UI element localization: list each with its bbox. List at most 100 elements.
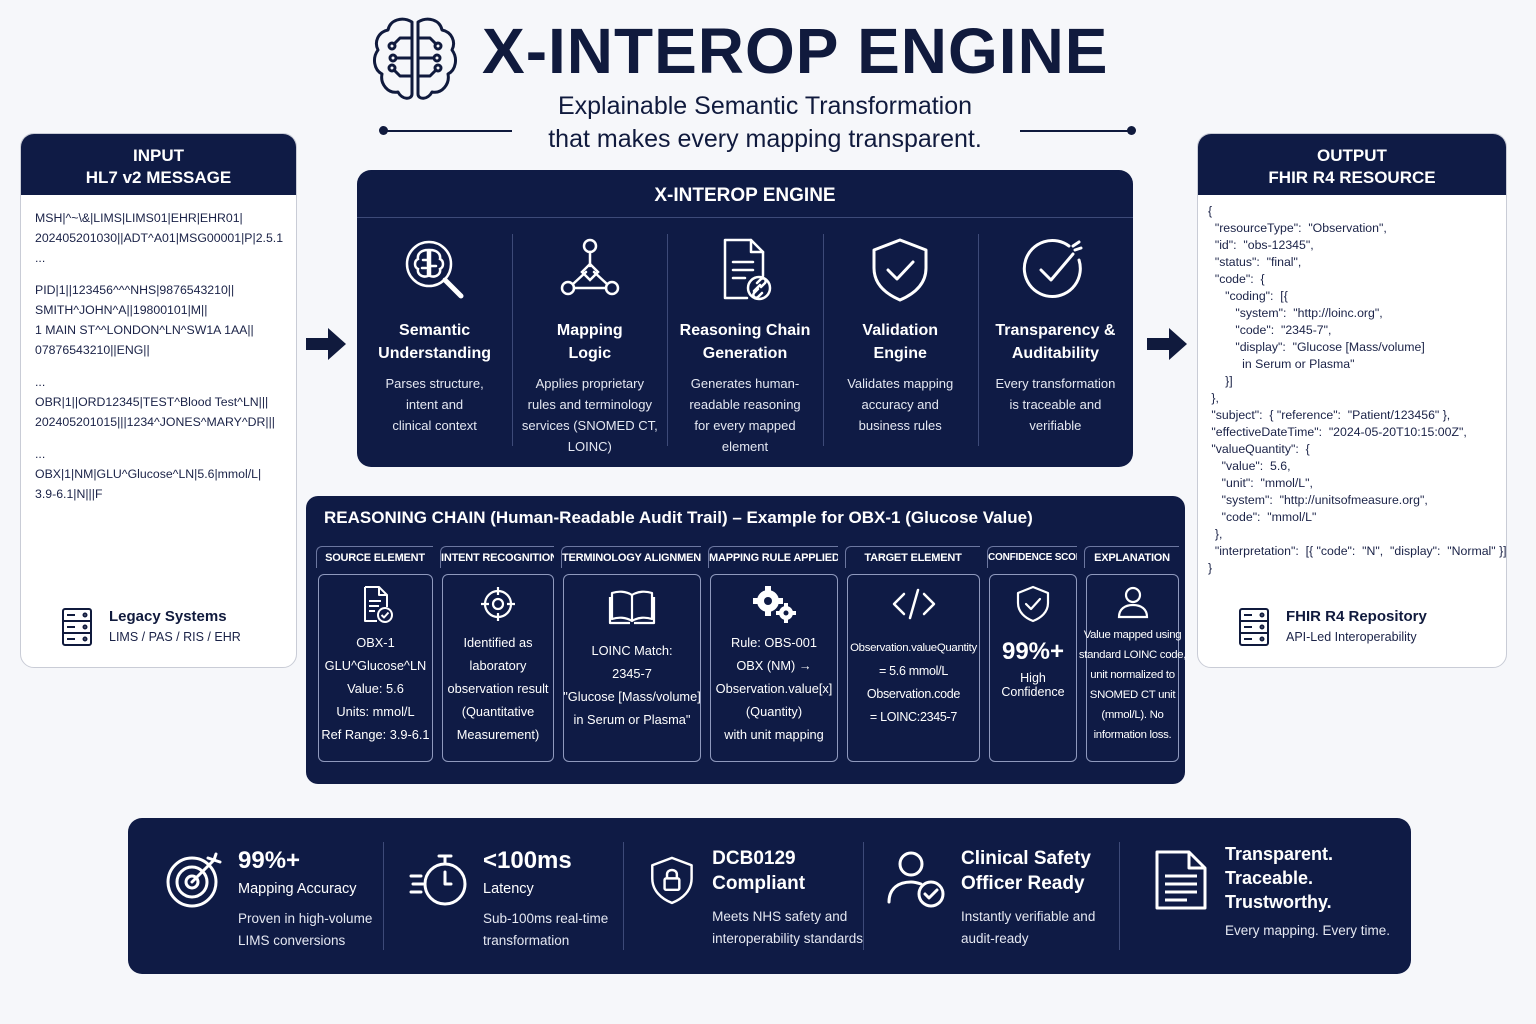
fhir-json-line: "system": "http://unitsofmeasure.org", (1208, 493, 1428, 507)
fhir-json-line: "code": "mmol/L" (1208, 510, 1317, 524)
hl7-line: ... (35, 375, 46, 389)
fhir-json-line: "subject": { "reference": "Patient/12345… (1208, 408, 1451, 422)
user-icon (1117, 586, 1148, 619)
subtitle-line-1: Explainable Semantic Transformation (557, 92, 973, 120)
step-header: MAPPING RULE APPLIED (708, 546, 838, 568)
fhir-json-line: } (1208, 561, 1213, 575)
open-book-icon (608, 590, 656, 625)
fhir-json-line: "code": "2345-7", (1208, 323, 1332, 337)
fhir-json-line: "code": { (1208, 272, 1265, 286)
hl7-line: 1 MAIN ST^^LONDON^LN^SW1A 1AA|| (35, 323, 254, 337)
fhir-json-line: "unit": "mmol/L", (1208, 476, 1313, 490)
stopwatch-icon (409, 854, 467, 906)
fhir-json-line: in Serum or Plasma" (1208, 357, 1355, 371)
document-link-icon (723, 238, 772, 301)
hl7-line: 07876543210||ENG|| (35, 343, 150, 357)
hl7-line: 3.9-6.1|N|||F (35, 487, 103, 501)
output-panel-title: OUTPUT (1317, 146, 1387, 165)
hl7-line: PID|1||123456^^^NHS|9876543210|| (35, 283, 235, 297)
fhir-json-line: }, (1208, 527, 1223, 541)
confidence-value: 99%+ (1001, 638, 1065, 665)
subtitle-line-2: that makes every mapping transparent. (548, 125, 982, 153)
metrics-bar: 99%+ Mapping Accuracy Proven in high-vol… (128, 818, 1411, 974)
code-brackets-icon (892, 588, 935, 620)
step-header: EXPLANATION (1084, 546, 1179, 568)
metric-value: Transparent.Traceable.Trustworthy. (1225, 844, 1334, 912)
hl7-line: ... (35, 251, 46, 265)
step-card: LOINC Match:2345-7"Glucose [Mass/volume]… (563, 574, 701, 762)
decor-line-left (384, 130, 512, 132)
module-title: Transparency &Auditability (995, 322, 1116, 362)
fhir-json-line: { (1208, 204, 1213, 218)
input-panel-header: INPUT HL7 v2 MESSAGE (21, 134, 296, 195)
fhir-json-line: "value": 5.6, (1208, 459, 1291, 473)
output-footer-title: FHIR R4 Repository (1286, 608, 1427, 625)
engine-module-transparency: Transparency &Auditability Every transfo… (977, 234, 1133, 466)
fhir-resource-json: { "resourceType": "Observation", "id": "… (1198, 195, 1506, 577)
step-header: TARGET ELEMENT (845, 546, 980, 568)
decor-dot-right (1127, 126, 1136, 135)
server-icon (1239, 608, 1269, 646)
input-panel: INPUT HL7 v2 MESSAGE MSH|^~\&|LIMS|LIMS0… (20, 133, 297, 668)
decor-dot-left (379, 126, 388, 135)
fhir-json-line: }, (1208, 391, 1219, 405)
output-panel-subtitle: FHIR R4 RESOURCE (1268, 168, 1436, 187)
decor-line-right (1020, 130, 1132, 132)
shield-check-icon (1016, 585, 1050, 623)
fhir-json-line: "resourceType": "Observation", (1208, 221, 1387, 235)
output-panel-footer: FHIR R4 Repository API-Led Interoperabil… (1238, 607, 1427, 647)
hl7-line: 202405201030||ADT^A01|MSG00001|P|2.5.1 (35, 231, 284, 245)
step-card: 99%+ High Confidence (989, 574, 1077, 762)
input-footer-subtitle: LIMS / PAS / RIS / EHR (109, 630, 241, 644)
hl7-segment: ...OBX|1|NM|GLU^Glucose^LN|5.6|mmol/L|3.… (35, 444, 282, 504)
page-subtitle: Explainable Semantic Transformation that… (500, 90, 1030, 156)
input-footer-title: Legacy Systems (109, 608, 227, 625)
metric-trust: Transparent.Traceable.Trustworthy. Every… (1119, 818, 1409, 974)
hl7-line: 202405201015|||1234^JONES^MARY^DR||| (35, 415, 275, 429)
step-header: INTENT RECOGNITION (440, 546, 554, 568)
brain-circuit-icon (373, 17, 457, 100)
hl7-line: OBX|1|NM|GLU^Glucose^LN|5.6|mmol/L| (35, 467, 262, 481)
arrow-right-icon (1147, 328, 1187, 360)
output-footer-subtitle: API-Led Interoperability (1286, 630, 1417, 644)
hl7-segment: ... OBR|1||ORD12345|TEST^Blood Test^LN|||… (35, 372, 282, 432)
shield-lock-icon (651, 856, 693, 905)
hl7-line: OBR|1||ORD12345|TEST^Blood Test^LN||| (35, 395, 269, 409)
step-content: LOINC Match:2345-7"Glucose [Mass/volume]… (563, 643, 701, 727)
metric-accuracy: 99%+ Mapping Accuracy Proven in high-vol… (128, 818, 383, 974)
reasoning-chain-panel: REASONING CHAIN (Human-Readable Audit Tr… (306, 496, 1187, 784)
input-panel-title: INPUT (133, 146, 184, 165)
user-check-icon (887, 851, 945, 908)
hl7-line: SMITH^JOHN^A||19800101|M|| (35, 303, 208, 317)
reasoning-chain-title: REASONING CHAIN (Human-Readable Audit Tr… (324, 508, 1033, 527)
crosshair-icon (481, 587, 515, 621)
metric-description: Every mapping. Every time. (1225, 923, 1391, 938)
step-header: SOURCE ELEMENT (316, 546, 433, 568)
brain-magnifier-icon (405, 240, 464, 299)
step-header: TERMINOLOGY ALIGNMENT (561, 546, 701, 568)
